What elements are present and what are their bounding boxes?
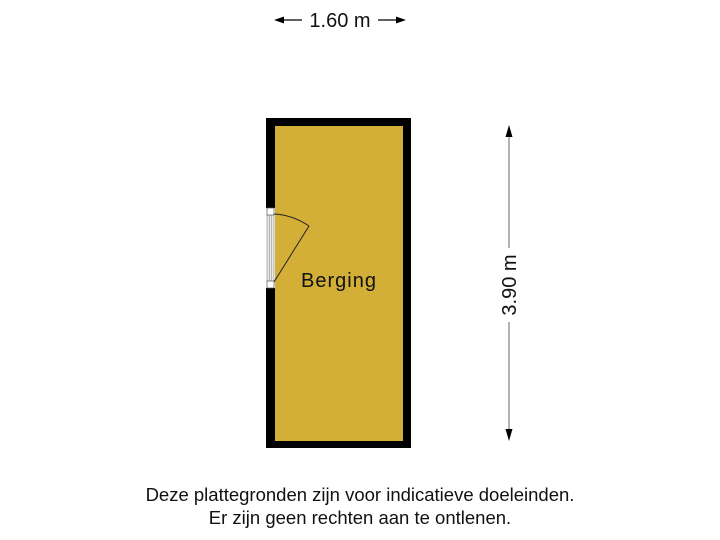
- width-dimension-arrows: [274, 16, 406, 24]
- room-fill-berging: [275, 126, 403, 441]
- door: [266, 207, 310, 289]
- disclaimer-line-1: Deze plattegronden zijn voor indicatieve…: [145, 484, 575, 505]
- disclaimer: Deze plattegronden zijn voor indicatieve…: [0, 483, 720, 529]
- height-dimension-label: 3.90 m: [499, 254, 521, 316]
- height-dimension-arrows: [505, 125, 513, 441]
- room-label-berging: Berging: [301, 270, 377, 292]
- disclaimer-line-2: Er zijn geen rechten aan te ontlenen.: [208, 507, 512, 528]
- width-dimension-text: 1.60 m: [303, 10, 377, 32]
- width-dimension-label: 1.60 m: [260, 6, 420, 36]
